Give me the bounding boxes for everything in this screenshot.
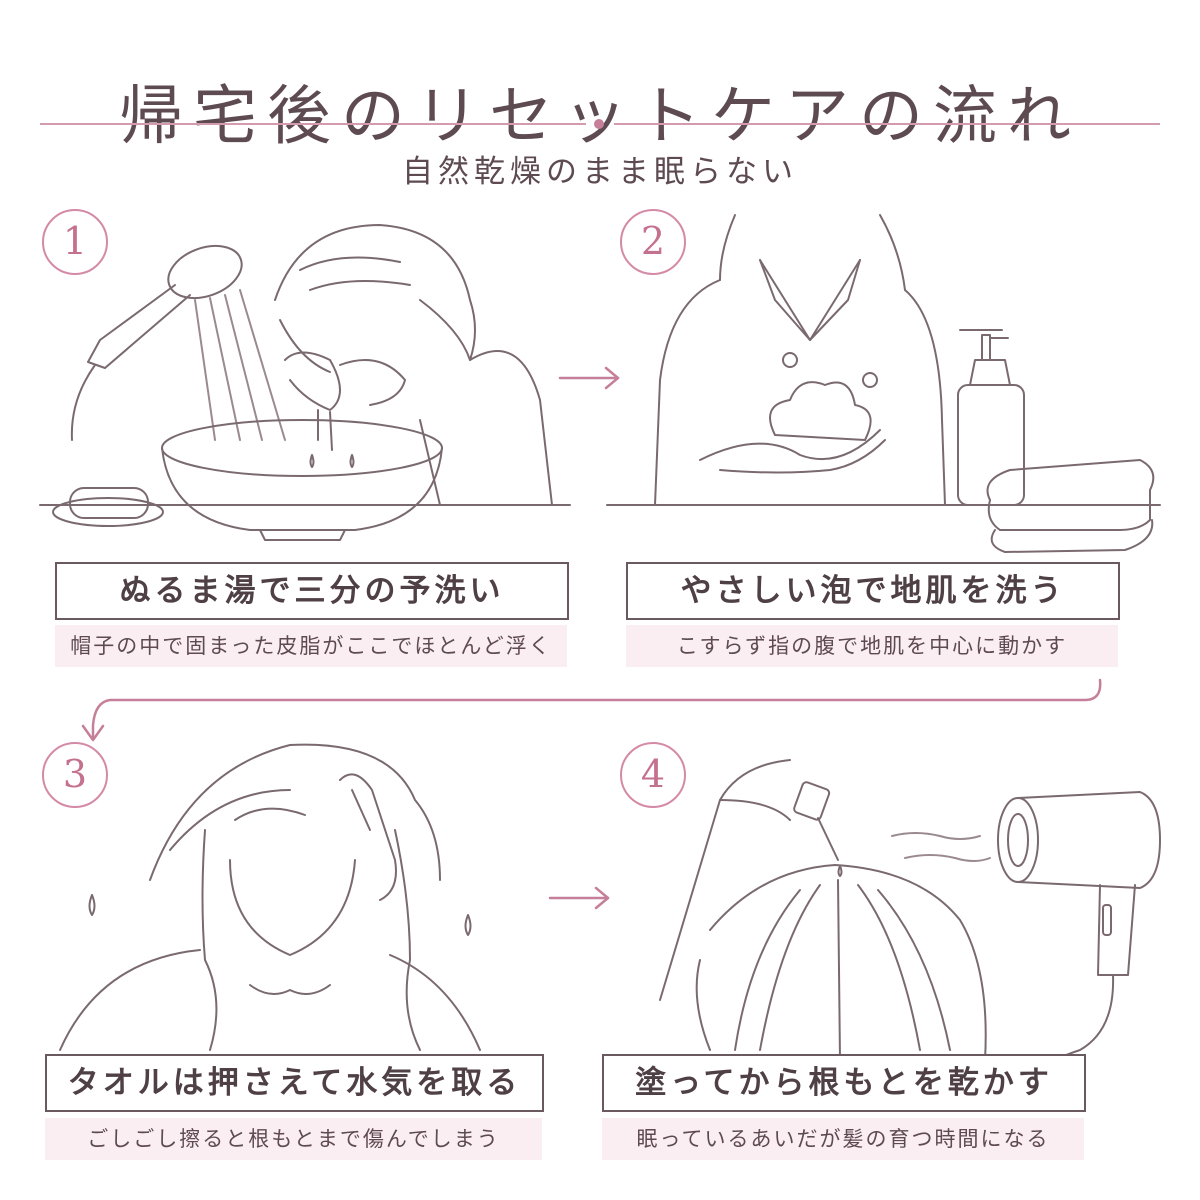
step1-illustration — [39, 224, 571, 541]
dropper-icon — [793, 781, 831, 821]
flow-arrows — [81, 366, 1102, 910]
title-rule-right — [614, 123, 1160, 125]
shampoo-bottle-icon — [957, 384, 1025, 506]
water-drop-icon — [464, 914, 472, 936]
title-rule-dot — [594, 119, 604, 129]
step-number-2: 2 — [620, 209, 686, 275]
step4-note: 眠っているあいだが髪の育つ時間になる — [602, 1118, 1084, 1160]
towel-over-head — [149, 743, 441, 881]
step2-illustration — [606, 214, 1161, 553]
page-subtitle: 自然乾燥のまま眠らない — [402, 154, 798, 190]
towel-icon — [986, 459, 1155, 531]
step2-heading: やさしい泡で地肌を洗う — [626, 562, 1120, 620]
step-number-4: 4 — [620, 742, 686, 808]
shower-head-icon — [167, 244, 243, 300]
water-drop-icon — [88, 894, 96, 916]
step3-illustration — [59, 743, 481, 1051]
step-number-1: 1 — [42, 209, 108, 275]
shower-handle — [87, 284, 191, 369]
step1-note: 帽子の中で固まった皮脂がここでほとんど浮く — [55, 625, 567, 667]
step4-illustration — [659, 759, 1161, 1071]
step2-note: こすらず指の腹で地肌を中心に動かす — [626, 625, 1118, 667]
step3-heading: タオルは押さえて水気を取る — [45, 1054, 544, 1112]
arrow-turn-icon — [91, 678, 1102, 740]
step4-heading: 塗ってから根もとを乾かす — [602, 1054, 1086, 1112]
foam-icon — [769, 381, 872, 441]
page-title: 帰宅後のリセットケアの流れ — [119, 79, 1081, 154]
step-number-3: 3 — [42, 742, 108, 808]
basin-icon — [161, 419, 443, 477]
step1-heading: ぬるま湯で三分の予洗い — [55, 562, 569, 620]
title-rule-left — [40, 123, 586, 125]
soap-dish-icon — [52, 497, 164, 527]
step3-note: ごしごし擦ると根もとまで傷んでしまう — [45, 1118, 542, 1160]
hair-dryer-icon — [997, 797, 1039, 883]
